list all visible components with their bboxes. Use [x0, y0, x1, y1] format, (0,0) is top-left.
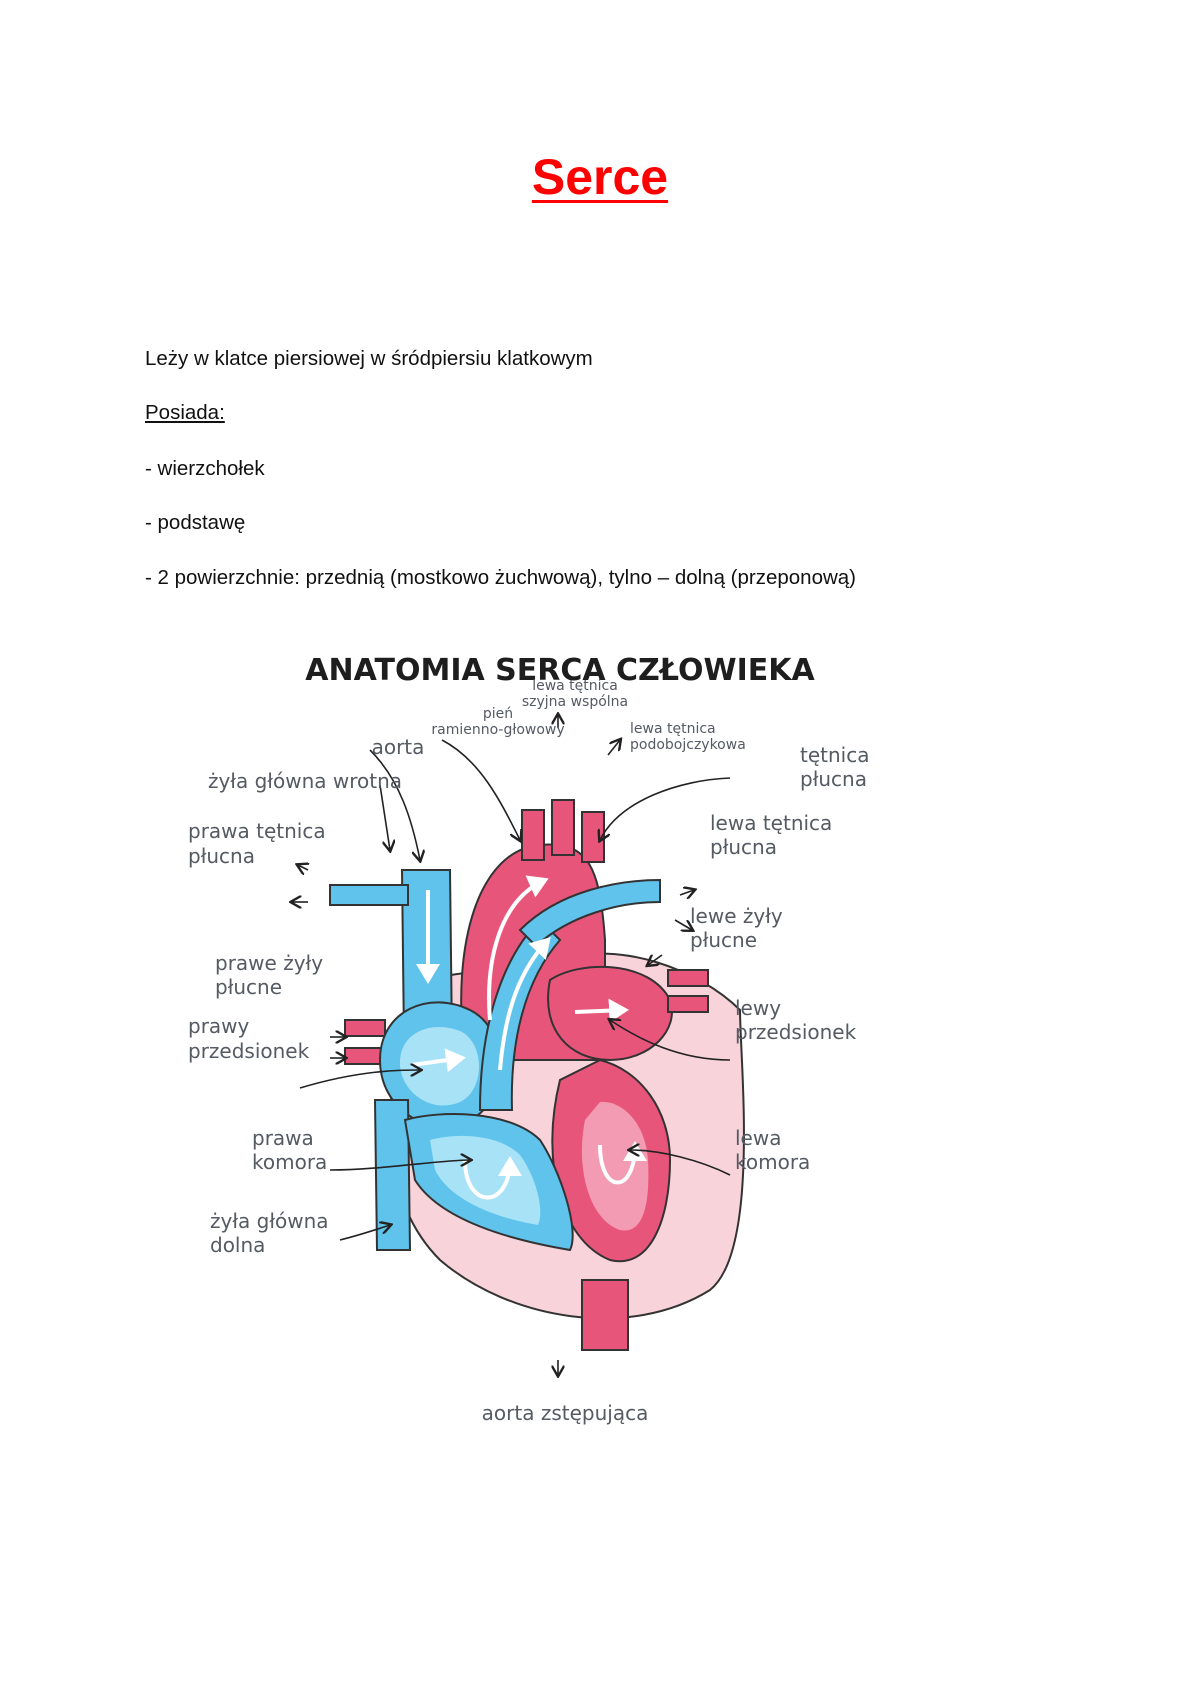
left-pulmonary-vein-lower: [667, 995, 709, 1013]
label-left-atrium-1: lewy: [735, 996, 781, 1020]
right-pulmonary-vein-lower: [344, 1047, 386, 1065]
label-left-atrium-2: przedsionek: [735, 1020, 857, 1044]
label-left-pulmonary-veins-1: lewe żyły: [690, 904, 783, 928]
label-pulmonary-artery-2: płucna: [800, 767, 867, 791]
label-right-pulmonary-veins-1: prawe żyły: [215, 951, 323, 975]
label-left-pulmonary-artery-2: płucna: [710, 835, 777, 859]
descending-aorta: [581, 1279, 629, 1351]
heart-anatomy-figure: ANATOMIA SERCA CZŁOWIEKA: [180, 640, 940, 1450]
label-right-atrium-1: prawy: [188, 1014, 250, 1038]
label-trunk-2: ramienno-głowowy: [431, 722, 564, 738]
label-right-pulmonary-artery-2: płucna: [188, 844, 255, 868]
heart-diagram: ANATOMIA SERCA CZŁOWIEKA: [188, 653, 869, 1425]
figure-title: ANATOMIA SERCA CZŁOWIEKA: [305, 653, 815, 688]
label-right-pulmonary-veins-2: płucne: [215, 975, 282, 999]
label-aorta: aorta: [372, 735, 425, 759]
label-right-ventricle-1: prawa: [252, 1126, 314, 1150]
label-left-ventricle-1: lewa: [735, 1126, 781, 1150]
label-pulmonary-artery-1: tętnica: [800, 743, 869, 767]
label-superior-vena-cava: żyła główna wrotna: [208, 769, 402, 793]
flow-arrow-pt: [498, 937, 551, 1071]
list-item-base: - podstawę: [145, 511, 246, 534]
label-left-ventricle-2: komora: [735, 1150, 810, 1174]
label-left-pulmonary-veins-2: płucne: [690, 928, 757, 952]
flow-arrow-arch: [487, 875, 549, 1021]
label-trunk-1: pień: [483, 706, 513, 722]
label-left-carotid-2: szyjna wspólna: [522, 694, 628, 710]
intro-text: Leży w klatce piersiowej w śródpiersiu k…: [145, 347, 593, 370]
right-pulmonary-vein-upper: [344, 1019, 386, 1037]
has-heading: Posiada:: [145, 401, 225, 424]
flow-arrow-rv: [463, 1156, 522, 1200]
label-descending-aorta: aorta zstępująca: [482, 1401, 649, 1425]
label-right-pulmonary-artery-1: prawa tętnica: [188, 819, 326, 843]
label-left-pulmonary-artery-1: lewa tętnica: [710, 811, 832, 835]
label-inferior-vena-cava-1: żyła główna: [210, 1209, 329, 1233]
list-item-surfaces: - 2 powierzchnie: przednią (mostkowo żuc…: [145, 566, 857, 589]
flow-arrow-lv: [598, 1141, 647, 1185]
pointer-lines: [292, 715, 731, 1375]
arch-branch-1: [521, 809, 545, 861]
left-ventricle-inner: [581, 1101, 649, 1231]
left-pulmonary-artery: [518, 878, 661, 948]
flow-arrow-la: [574, 998, 629, 1023]
right-pulmonary-artery: [329, 884, 409, 906]
label-left-carotid-1: lewa tętnica: [532, 678, 618, 694]
page-title: Serce: [531, 149, 669, 205]
left-pulmonary-vein-upper: [667, 969, 709, 987]
label-subclavian-2: podobojczykowa: [630, 737, 746, 753]
label-subclavian-1: lewa tętnica: [630, 721, 716, 737]
list-item-apex: - wierzchołek: [145, 457, 265, 480]
arch-branch-2: [551, 799, 575, 856]
label-inferior-vena-cava-2: dolna: [210, 1233, 265, 1257]
inferior-vena-cava: [373, 1099, 412, 1251]
label-right-atrium-2: przedsionek: [188, 1039, 310, 1063]
label-right-ventricle-2: komora: [252, 1150, 327, 1174]
right-atrium-inner: [399, 1027, 480, 1106]
